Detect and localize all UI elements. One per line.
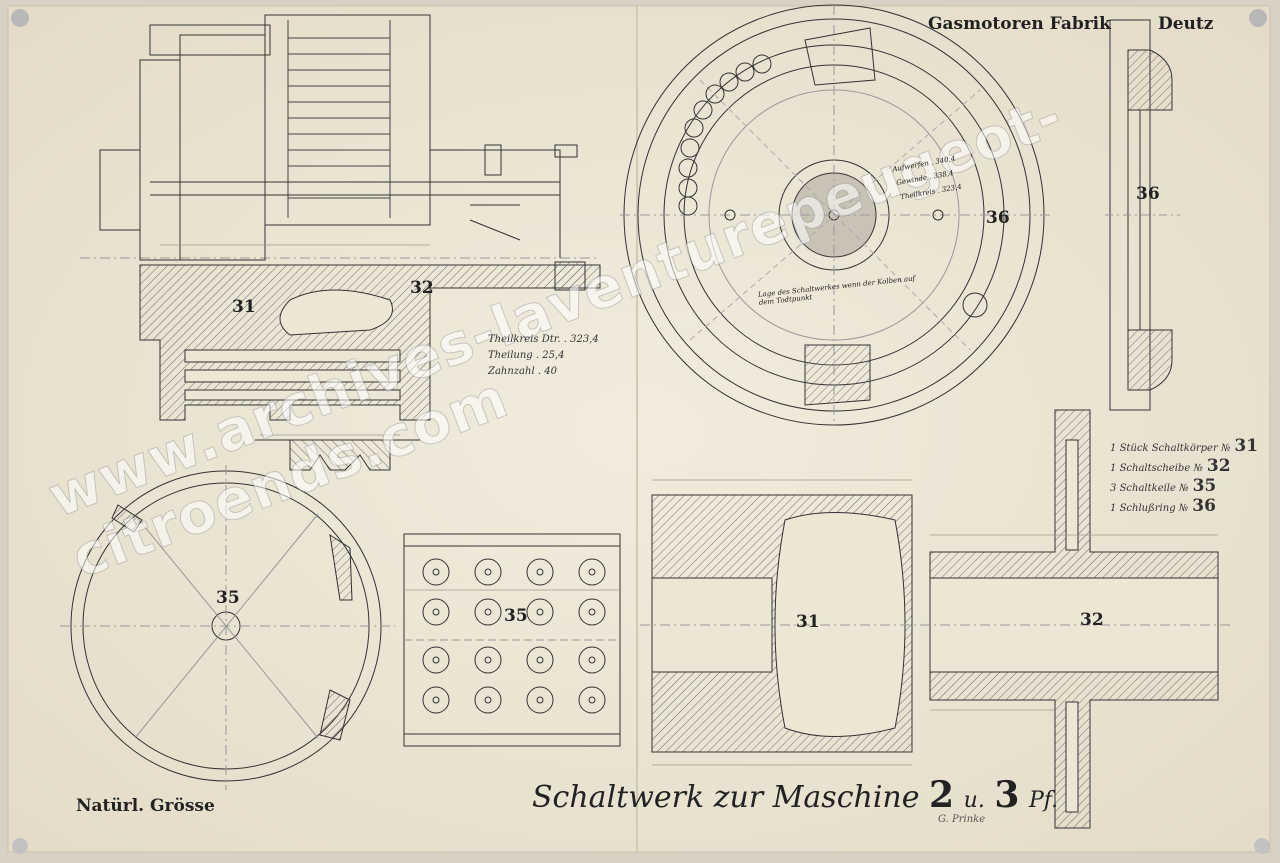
plate-hole <box>422 598 450 626</box>
plate-hole-center <box>484 608 492 616</box>
plate-hole-center <box>432 696 440 704</box>
body-section-31 <box>640 494 930 753</box>
plate-hole <box>474 686 502 714</box>
plate-hole-center <box>536 656 544 664</box>
disc-section-32 <box>920 409 1230 829</box>
gear-row: Theilung . 25,4 <box>488 350 565 361</box>
plate-hole-center <box>432 608 440 616</box>
gear-row: Theilkreis Dtr. . 323,4 <box>488 334 599 345</box>
disc-view <box>620 4 1050 426</box>
title-text: Schaltwerk zur Maschine <box>532 780 920 815</box>
plate-hole <box>422 646 450 674</box>
pin-bottom-right <box>1254 838 1270 854</box>
part-label-35-plate: 35 <box>504 606 528 626</box>
part-label-36-side: 36 <box>1136 184 1160 204</box>
title-num-2: 3 <box>994 774 1020 816</box>
plate-hole <box>578 646 606 674</box>
plate-hole-center <box>588 656 596 664</box>
plate-hole <box>422 558 450 586</box>
plate-hole-center <box>484 696 492 704</box>
pin-left <box>11 9 29 27</box>
plate-hole <box>578 558 606 586</box>
gear-row: Zahnzahl . 40 <box>488 366 557 377</box>
part-label-32-top: 32 <box>410 278 434 298</box>
plate-hole-center <box>588 608 596 616</box>
part-label-31-top: 31 <box>232 297 256 317</box>
plate-hole <box>474 598 502 626</box>
key-plate-view <box>403 533 621 747</box>
title-unit: Pf. <box>1028 788 1059 813</box>
plate-hole <box>526 598 554 626</box>
plate-hole-center <box>484 656 492 664</box>
key-ring-view <box>60 465 395 790</box>
ring-side-section <box>1105 19 1180 411</box>
plate-hole-center <box>536 608 544 616</box>
place-label: Deutz <box>1158 14 1214 34</box>
elevation-view <box>80 14 601 471</box>
plate-hole-center <box>432 656 440 664</box>
part-label-32-section: 32 <box>1080 610 1104 630</box>
plate-hole-center <box>588 696 596 704</box>
plate-hole <box>578 598 606 626</box>
signature: G. Prinke <box>938 814 986 825</box>
pin-right <box>1249 9 1267 27</box>
plate-hole-center <box>536 696 544 704</box>
part-label-31-section: 31 <box>796 612 820 632</box>
part-label-35-ring: 35 <box>216 588 240 608</box>
title-num-1: 2 <box>929 774 955 816</box>
plate-hole-center <box>588 568 596 576</box>
part-label-36-disc: 36 <box>986 208 1010 228</box>
plate-hole-center <box>536 568 544 576</box>
plate-hole <box>578 686 606 714</box>
plate-hole-center <box>432 568 440 576</box>
title-conj: u. <box>963 788 985 813</box>
plate-hole <box>526 686 554 714</box>
plate-hole <box>526 558 554 586</box>
plate-hole-center <box>484 568 492 576</box>
dimension-lines <box>160 244 1218 766</box>
plate-hole <box>474 558 502 586</box>
plate-hole <box>474 646 502 674</box>
manufacturer-label: Gasmotoren Fabrik <box>928 14 1111 34</box>
scale-note: Natürl. Grösse <box>76 796 215 816</box>
plate-hole <box>526 646 554 674</box>
drawing-title: Schaltwerk zur Maschine 2 u. 3 Pf. <box>532 774 1058 816</box>
plate-hole <box>422 686 450 714</box>
pin-bottom-left <box>12 838 28 854</box>
